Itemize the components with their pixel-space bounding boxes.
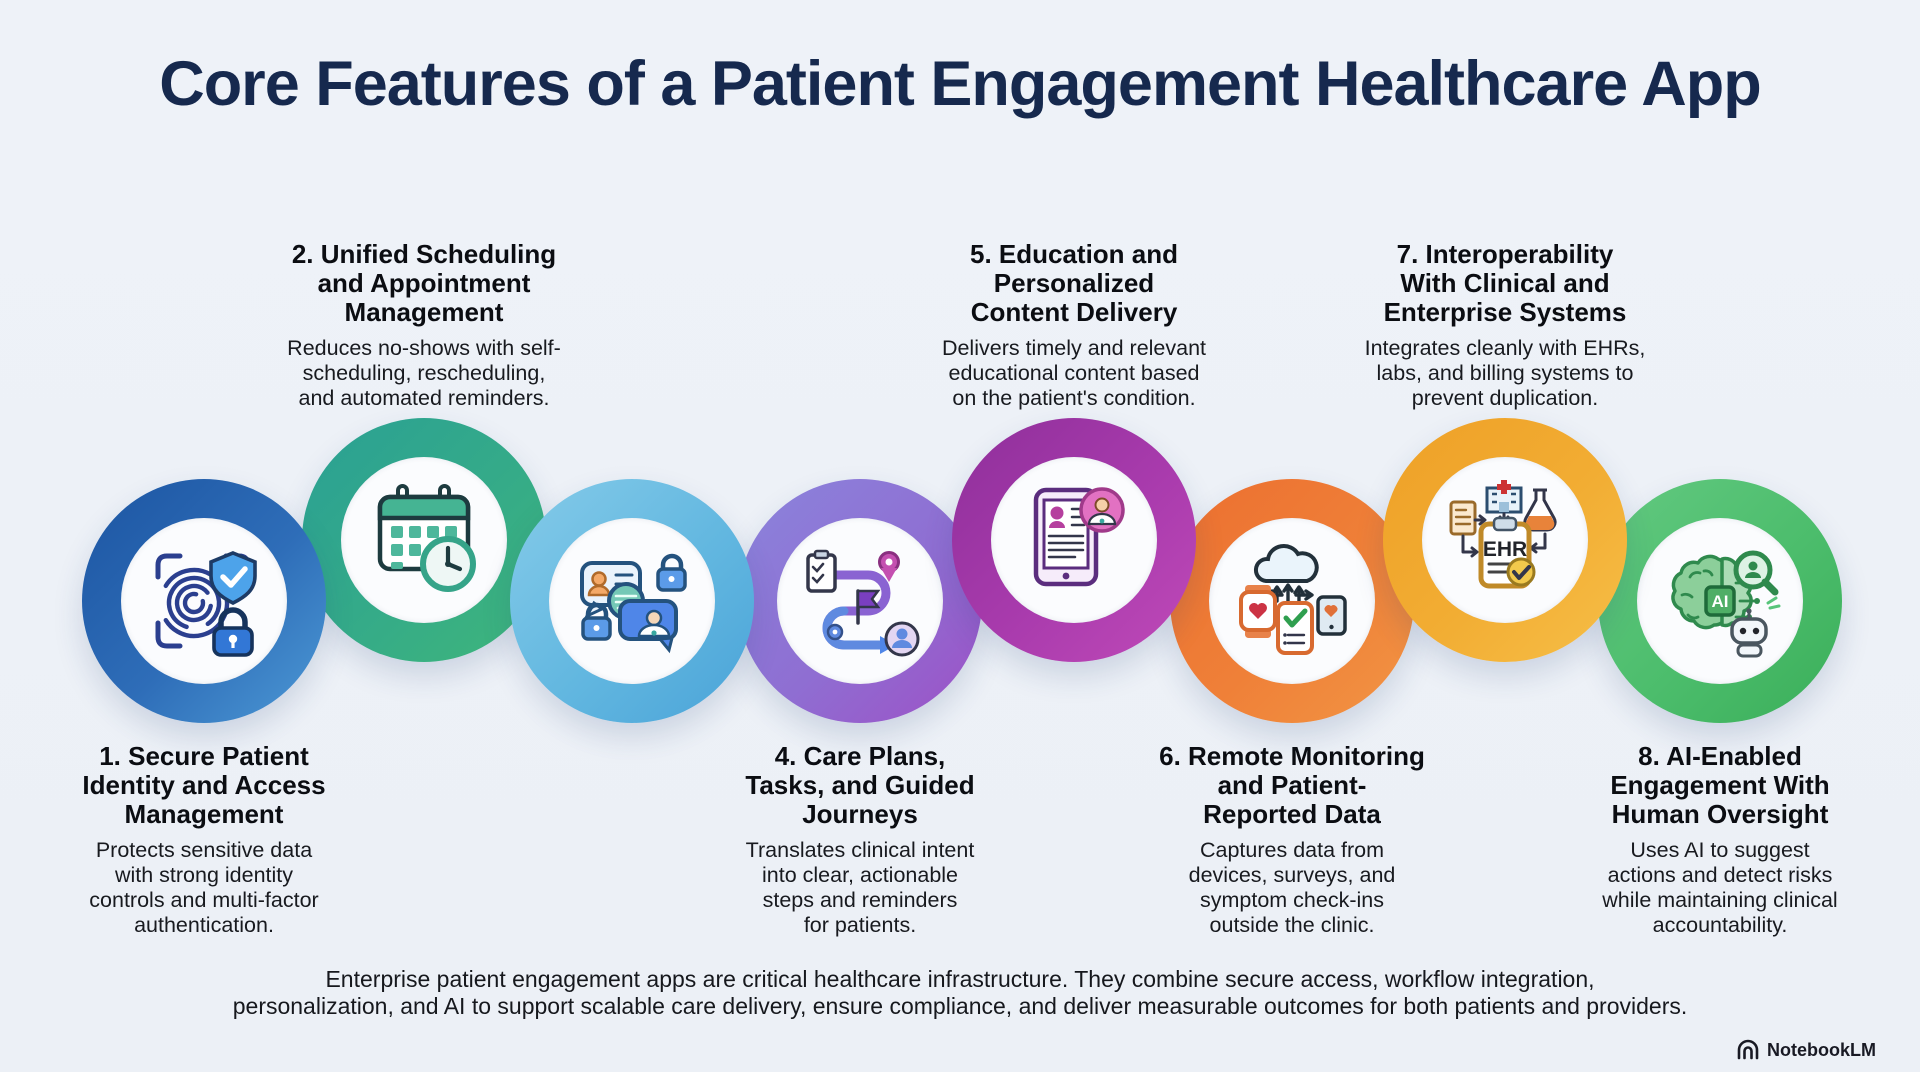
feature-2-disc [341,457,507,623]
feature-5-disc [991,457,1157,623]
feature-5-body: Delivers timely and relevant educational… [941,336,1207,410]
feature-8-disc: AI [1637,518,1803,684]
calendar-clock-icon [377,484,476,592]
footer-summary: Enterprise patient engagement apps are c… [232,966,1688,1019]
feature-8-body: Uses AI to suggest actions and detect ri… [1602,838,1838,937]
brand-badge: NotebookLM [1736,1038,1876,1062]
feature-7-caption: 7. Interoperability With Clinical and En… [1320,240,1690,411]
fingerprint-shield-lock-icon [155,551,257,657]
feature-1-heading: 1. Secure Patient Identity and Access Ma… [82,741,326,829]
feature-2-caption: 2. Unified Scheduling and Appointment Ma… [254,240,594,411]
feature-6-body: Captures data from devices, surveys, and… [1188,838,1396,937]
secure-messaging-icon [580,553,687,654]
feature-6-caption: 6. Remote Monitoring and Patient- Report… [1107,742,1477,938]
feature-1-ring [82,479,326,723]
notebooklm-logo-icon [1737,1039,1759,1060]
feature-8-heading: 8. AI-Enabled Engagement With Human Over… [1610,741,1830,829]
feature-4-heading: 4. Care Plans, Tasks, and Guided Journey… [745,741,975,829]
ehr-label: EHR [1483,538,1527,561]
feature-3-disc [549,518,715,684]
feature-7-body: Integrates cleanly with EHRs, labs, and … [1364,336,1646,410]
feature-8-ring: AI [1598,479,1842,723]
feature-4-disc [777,518,943,684]
feature-2-ring [302,418,546,662]
feature-6-disc [1209,518,1375,684]
ai-brain-robot-icon: AI [1671,550,1781,658]
feature-1-disc [121,518,287,684]
care-journey-path-icon [806,549,920,657]
page-title: Core Features of a Patient Engagement He… [159,49,1762,119]
ai-chip-label: AI [1712,592,1729,611]
feature-7-disc: EHR [1422,457,1588,623]
feature-4-caption: 4. Care Plans, Tasks, and Guided Journey… [690,742,1030,938]
feature-4-body: Translates clinical intent into clear, a… [745,838,975,937]
feature-7-heading: 7. Interoperability With Clinical and En… [1383,239,1627,327]
feature-5-caption: 5. Education and Personalized Content De… [904,240,1244,411]
feature-5-ring [952,418,1196,662]
feature-8-caption: 8. AI-Enabled Engagement With Human Over… [1550,742,1890,938]
feature-6-ring [1170,479,1414,723]
feature-3-ring [510,479,754,723]
brand-label: NotebookLM [1767,1039,1876,1060]
feature-6-heading: 6. Remote Monitoring and Patient- Report… [1159,741,1425,829]
feature-2-heading: 2. Unified Scheduling and Appointment Ma… [291,239,557,327]
feature-1-caption: 1. Secure Patient Identity and Access Ma… [34,742,374,938]
ehr-integration-icon: EHR [1449,480,1557,589]
education-tablet-icon [1033,487,1125,587]
feature-7-ring: EHR [1383,418,1627,662]
cloud-devices-icon [1239,544,1347,655]
feature-1-body: Protects sensitive data with strong iden… [89,838,319,937]
feature-2-body: Reduces no-shows with self- scheduling, … [287,336,561,410]
feature-4-ring [738,479,982,723]
feature-5-heading: 5. Education and Personalized Content De… [969,239,1179,327]
